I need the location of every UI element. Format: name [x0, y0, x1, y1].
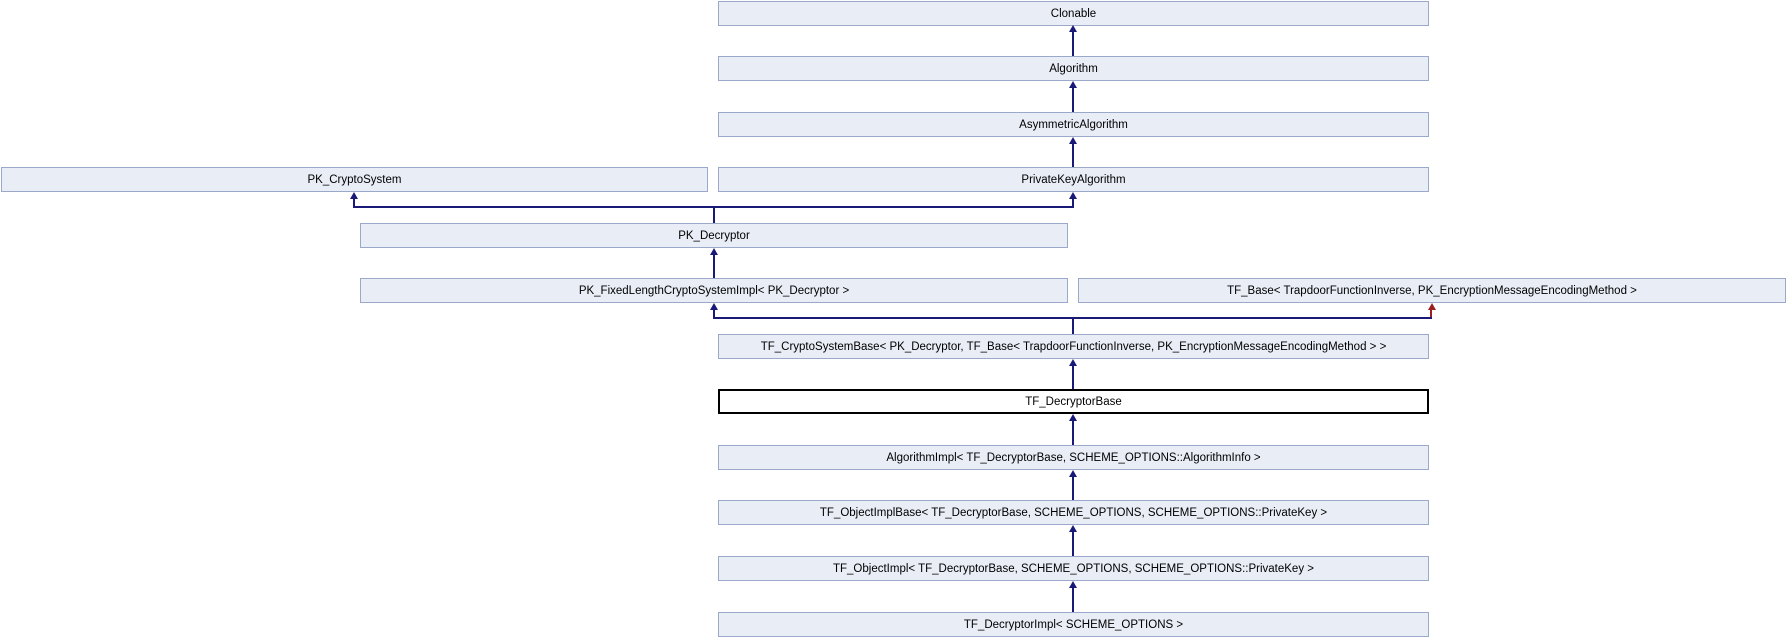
inheritance-edge-line — [713, 309, 715, 318]
up-arrowhead-icon — [710, 303, 718, 310]
class-node-tf-object-impl[interactable]: TF_ObjectImpl< TF_DecryptorBase, SCHEME_… — [718, 556, 1429, 581]
class-node-label: TF_CryptoSystemBase< PK_Decryptor, TF_Ba… — [760, 340, 1387, 353]
class-node-algorithm-impl[interactable]: AlgorithmImpl< TF_DecryptorBase, SCHEME_… — [718, 445, 1429, 470]
inheritance-edge-line — [1072, 87, 1074, 112]
class-node-label: TF_DecryptorImpl< SCHEME_OPTIONS > — [963, 618, 1184, 631]
secondary-inheritance-edge-line — [1430, 309, 1432, 318]
up-arrowhead-icon — [1069, 137, 1077, 144]
inheritance-edge-line — [713, 254, 715, 278]
up-arrowhead-icon — [1069, 359, 1077, 366]
inheritance-edge-line — [1072, 420, 1074, 445]
inheritance-edge-line — [1072, 531, 1074, 556]
inheritance-edge-line — [1072, 198, 1074, 208]
class-node-label: AsymmetricAlgorithm — [1019, 118, 1128, 131]
inheritance-edge-line — [1072, 587, 1074, 612]
class-node-asymmetric-algorithm[interactable]: AsymmetricAlgorithm — [718, 112, 1429, 137]
class-node-label: Algorithm — [1049, 62, 1098, 75]
up-arrowhead-icon — [1069, 81, 1077, 88]
inheritance-edge-line — [713, 206, 715, 223]
up-arrowhead-icon — [710, 248, 718, 255]
red-up-arrowhead-icon — [1428, 303, 1436, 310]
up-arrowhead-icon — [1069, 25, 1077, 32]
up-arrowhead-icon — [1069, 414, 1077, 421]
class-node-tf-decryptor-base-current: TF_DecryptorBase — [718, 389, 1429, 414]
class-node-tf-crypto-system-base[interactable]: TF_CryptoSystemBase< PK_Decryptor, TF_Ba… — [718, 334, 1429, 359]
class-node-private-key-algorithm[interactable]: PrivateKeyAlgorithm — [718, 167, 1429, 192]
class-node-label: PK_Decryptor — [678, 229, 750, 242]
inheritance-edge-line — [353, 198, 355, 208]
class-node-tf-base[interactable]: TF_Base< TrapdoorFunctionInverse, PK_Enc… — [1078, 278, 1786, 303]
class-node-pk-decryptor[interactable]: PK_Decryptor — [360, 223, 1068, 248]
inheritance-edge-line — [1072, 317, 1074, 334]
class-node-label: TF_ObjectImpl< TF_DecryptorBase, SCHEME_… — [832, 562, 1314, 575]
class-node-label: PK_FixedLengthCryptoSystemImpl< PK_Decry… — [578, 284, 850, 297]
inheritance-edge-line — [1072, 31, 1074, 56]
class-node-tf-decryptor-impl[interactable]: TF_DecryptorImpl< SCHEME_OPTIONS > — [718, 612, 1429, 637]
up-arrowhead-icon — [350, 192, 358, 199]
class-node-label: TF_Base< TrapdoorFunctionInverse, PK_Enc… — [1227, 284, 1637, 297]
class-node-clonable[interactable]: Clonable — [718, 1, 1429, 26]
class-node-label: TF_DecryptorBase — [1025, 395, 1122, 408]
inheritance-edge-line — [1072, 476, 1074, 500]
class-node-label: TF_ObjectImplBase< TF_DecryptorBase, SCH… — [819, 506, 1328, 519]
class-node-algorithm[interactable]: Algorithm — [718, 56, 1429, 81]
class-node-label: AlgorithmImpl< TF_DecryptorBase, SCHEME_… — [886, 451, 1261, 464]
class-node-label: PrivateKeyAlgorithm — [1021, 173, 1126, 186]
class-node-pk-fixed-length-crypto-system-impl[interactable]: PK_FixedLengthCryptoSystemImpl< PK_Decry… — [360, 278, 1068, 303]
up-arrowhead-icon — [1069, 470, 1077, 477]
class-node-pk-cryptosystem[interactable]: PK_CryptoSystem — [1, 167, 708, 192]
class-node-label: Clonable — [1050, 7, 1097, 20]
class-node-label: PK_CryptoSystem — [307, 173, 402, 186]
up-arrowhead-icon — [1069, 192, 1077, 199]
class-node-tf-object-impl-base[interactable]: TF_ObjectImplBase< TF_DecryptorBase, SCH… — [718, 500, 1429, 525]
inheritance-edge-line — [1072, 143, 1074, 167]
inheritance-edge-line — [1072, 365, 1074, 389]
up-arrowhead-icon — [1069, 525, 1077, 532]
up-arrowhead-icon — [1069, 581, 1077, 588]
